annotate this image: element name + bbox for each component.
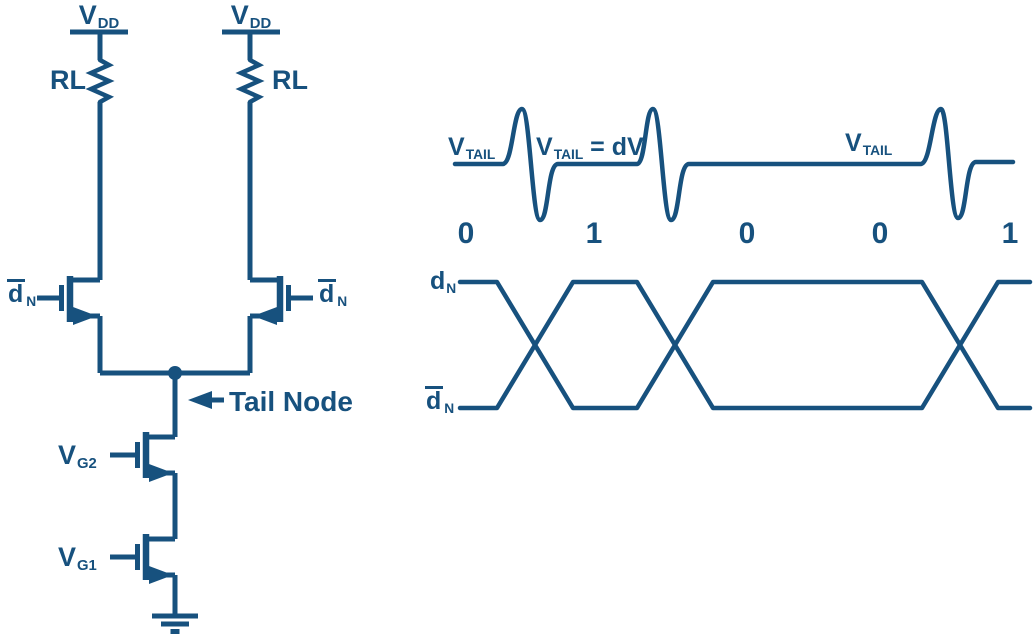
resistor-left: [85, 57, 115, 105]
vdd-label-left: VDD: [78, 0, 120, 33]
resistor-right: [235, 57, 265, 105]
waveform-linework: [452, 106, 1033, 411]
source-arrow-right-fet: [253, 307, 277, 325]
source-arrow-vg1-fet: [149, 566, 173, 584]
tail-node-dot: [168, 366, 182, 380]
vtail-trace: [452, 106, 1016, 223]
rl-label-left: RL: [50, 65, 86, 95]
vtail-label-glitch: VTAIL = dV: [536, 133, 644, 162]
source-arrow-vg2-fet: [149, 464, 173, 482]
vg2-label: VG2: [58, 440, 97, 473]
tail-node-pointer-arrow: [188, 391, 224, 409]
bit-label-3: 0: [871, 217, 889, 250]
vg1-label: VG1: [58, 542, 97, 575]
bit-label-4: 1: [1001, 217, 1019, 250]
ground-symbol: [152, 613, 198, 634]
bit-label-0: 0: [457, 217, 475, 250]
vdd-label-right: VDD: [230, 0, 272, 33]
bit-label-1: 1: [585, 217, 603, 250]
dn-trace: [457, 279, 1033, 411]
circuit-linework: [37, 29, 313, 634]
rl-label-right: RL: [272, 65, 308, 95]
mosfet-channel-bars: [66, 276, 284, 580]
vtail-label-start: VTAIL: [448, 133, 496, 162]
mosfet-gate-bars: [59, 285, 291, 570]
vtail-label-flat: VTAIL: [845, 129, 893, 158]
dn-label: dN: [430, 267, 457, 296]
bit-label-2: 0: [738, 217, 756, 250]
source-arrow-left-fet: [73, 307, 97, 325]
dn-bar-trace: [457, 279, 1033, 411]
tail-node-label: Tail Node: [229, 386, 353, 417]
wire-network: [37, 29, 313, 616]
